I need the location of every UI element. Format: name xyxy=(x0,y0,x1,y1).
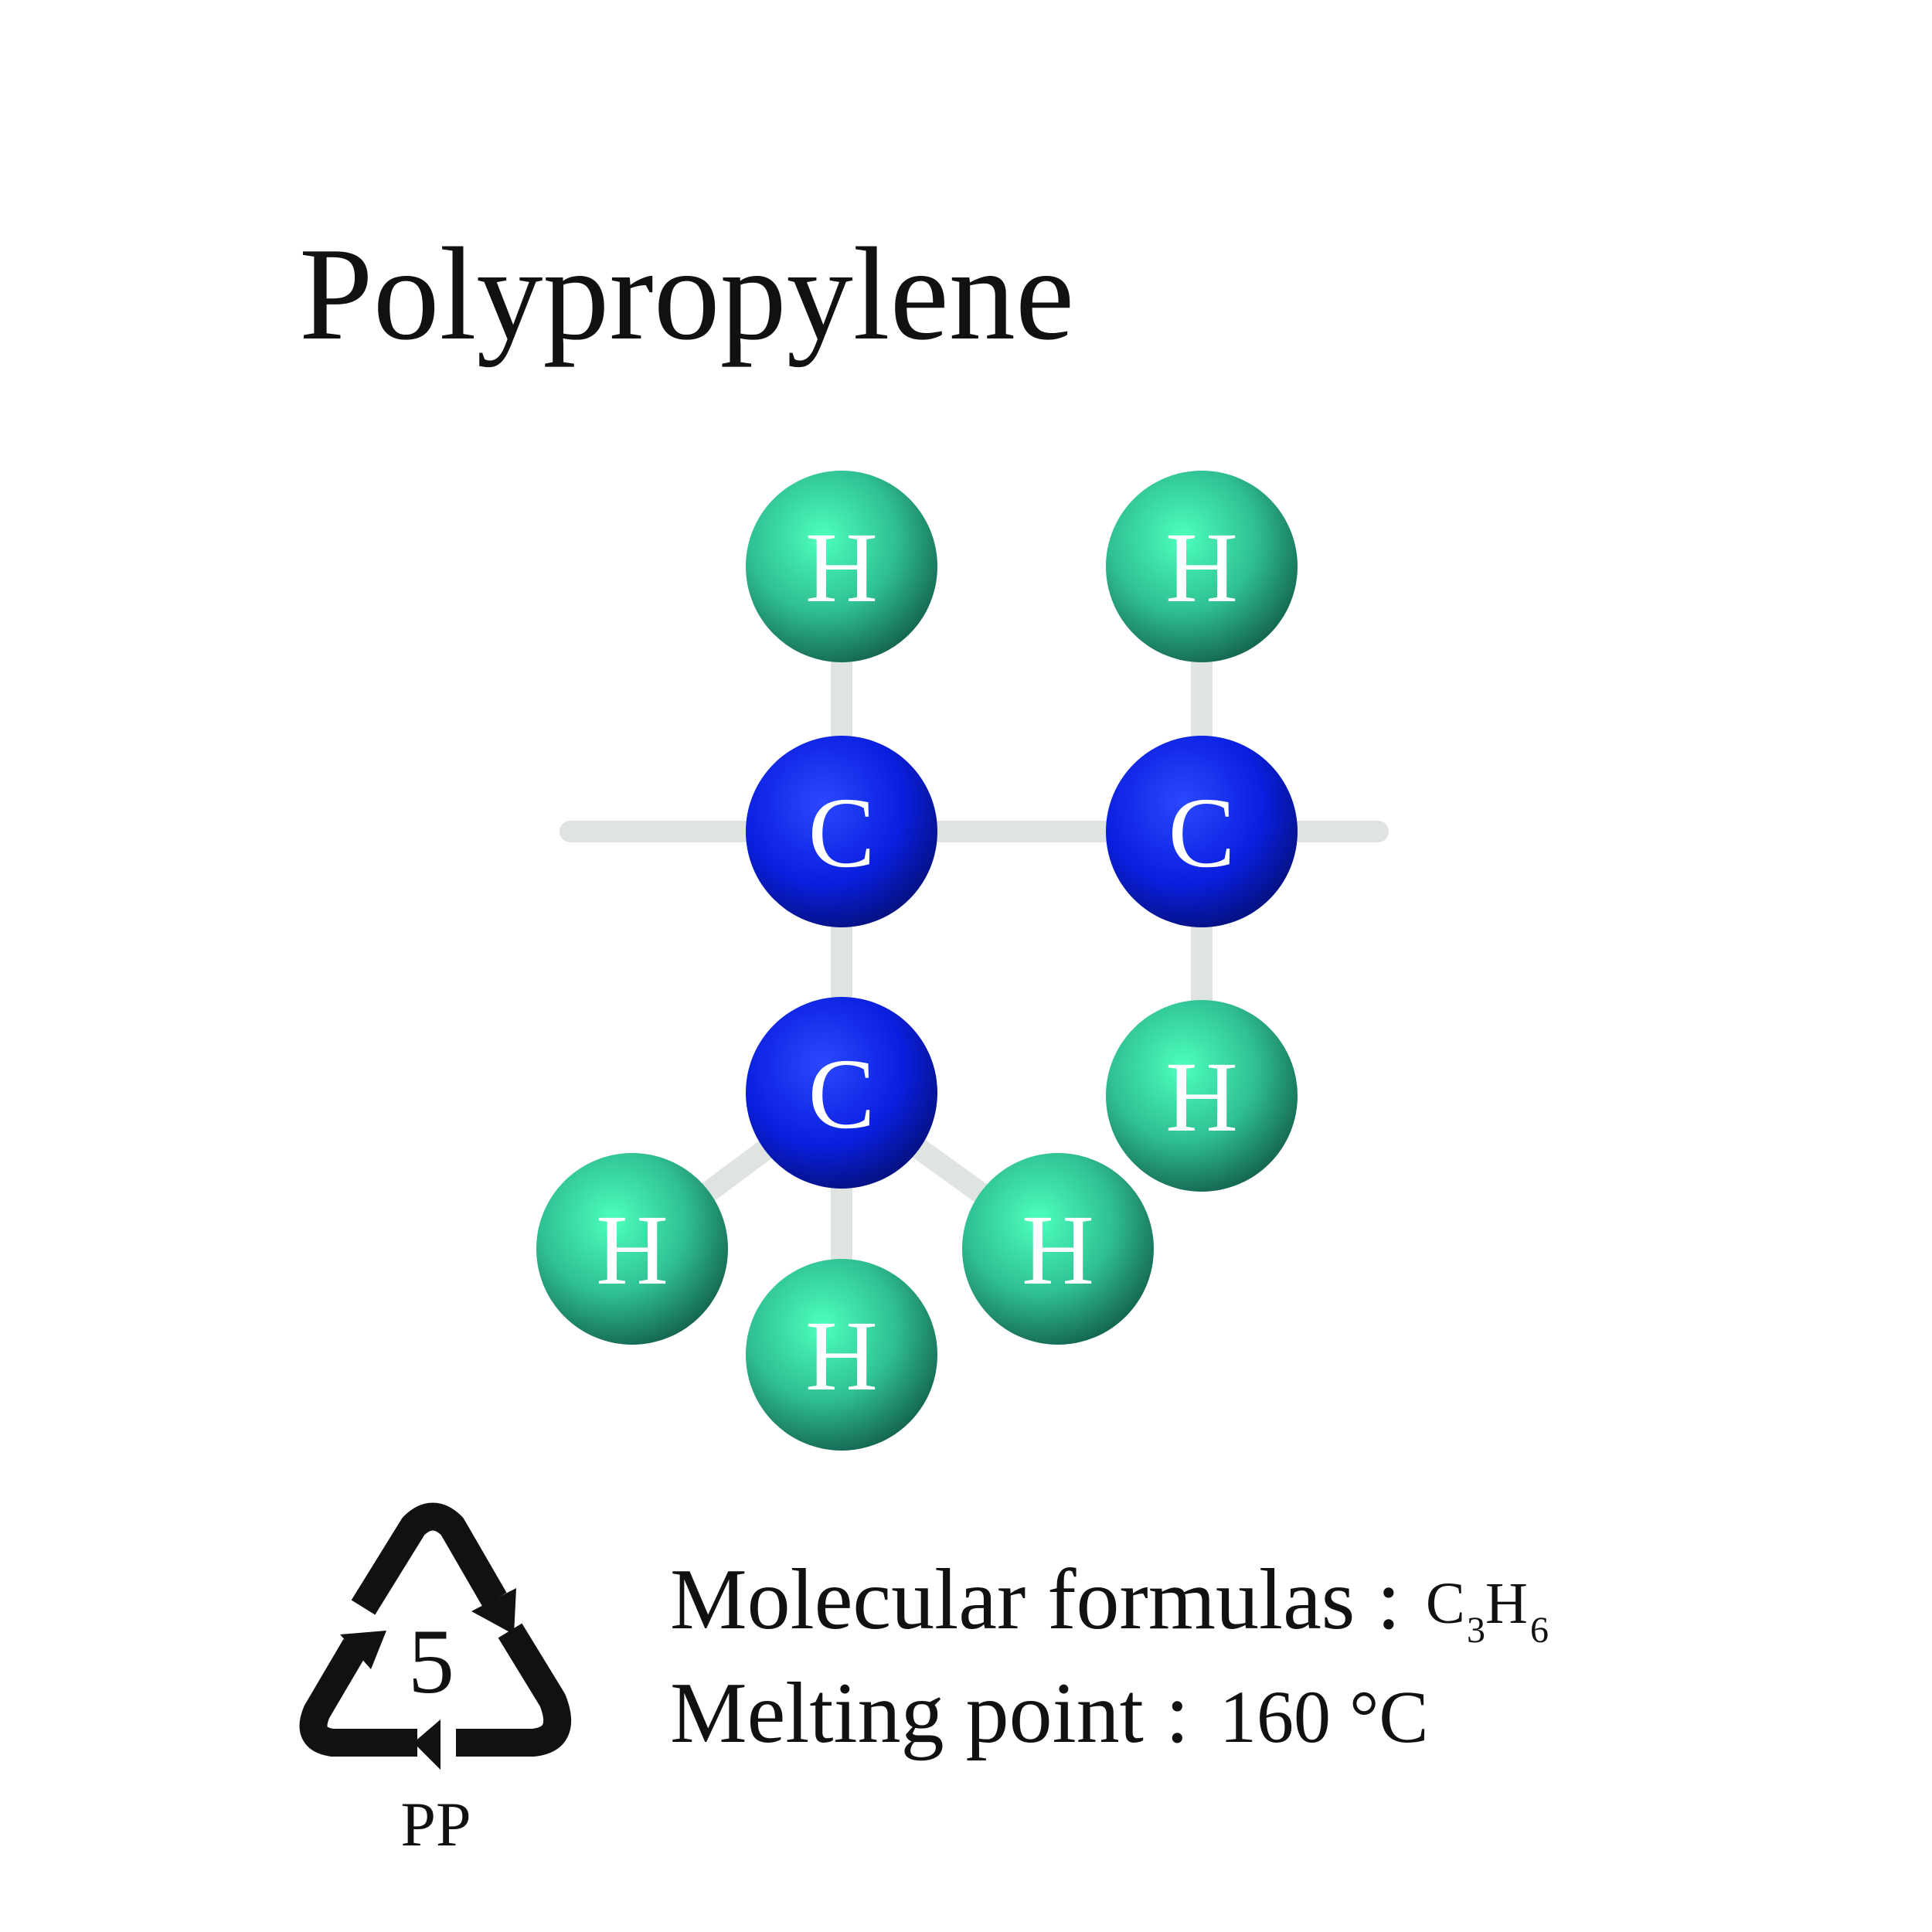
recycle-code: PP xyxy=(400,1789,471,1859)
hydrogen-atom: H xyxy=(1106,1000,1298,1192)
atom-label: C xyxy=(808,777,876,889)
formula-label: Molecular formulas : xyxy=(670,1552,1401,1648)
atom-label: H xyxy=(1165,1042,1238,1153)
hydrogen-atom: H xyxy=(746,1259,937,1451)
hydrogen-atom: H xyxy=(746,471,937,662)
recycle-number: 5 xyxy=(408,1610,454,1713)
formula-h: H xyxy=(1485,1571,1528,1636)
carbon-atom: C xyxy=(746,997,937,1189)
atom-label: H xyxy=(1165,512,1238,624)
melting-value: 160 °C xyxy=(1219,1675,1428,1758)
melting-label: Melting point : xyxy=(670,1665,1189,1761)
formula-c: C xyxy=(1426,1571,1465,1636)
carbon-atom: C xyxy=(746,736,937,927)
hydrogen-atom: H xyxy=(962,1153,1154,1345)
atom-label: H xyxy=(596,1195,668,1306)
formula-h-subscript: 6 xyxy=(1530,1610,1549,1651)
carbon-atom: C xyxy=(1106,736,1298,927)
atom-label: H xyxy=(1022,1195,1094,1306)
atom-label: H xyxy=(805,512,878,624)
recycling-triangle-icon: 5 PP xyxy=(299,1502,572,1859)
formula-c-subscript: 3 xyxy=(1467,1610,1485,1651)
atom-label: H xyxy=(805,1301,878,1412)
hydrogen-atom: H xyxy=(536,1153,728,1345)
hydrogen-atom: H xyxy=(1106,471,1298,662)
atom-label: C xyxy=(808,1039,876,1150)
properties: Molecular formulas : C 3 H 6 Melting poi… xyxy=(670,1552,1549,1761)
page-title: Polypropylene xyxy=(299,221,1074,368)
atoms: H H C C C H H H H xyxy=(536,471,1298,1451)
atom-label: C xyxy=(1168,777,1236,889)
